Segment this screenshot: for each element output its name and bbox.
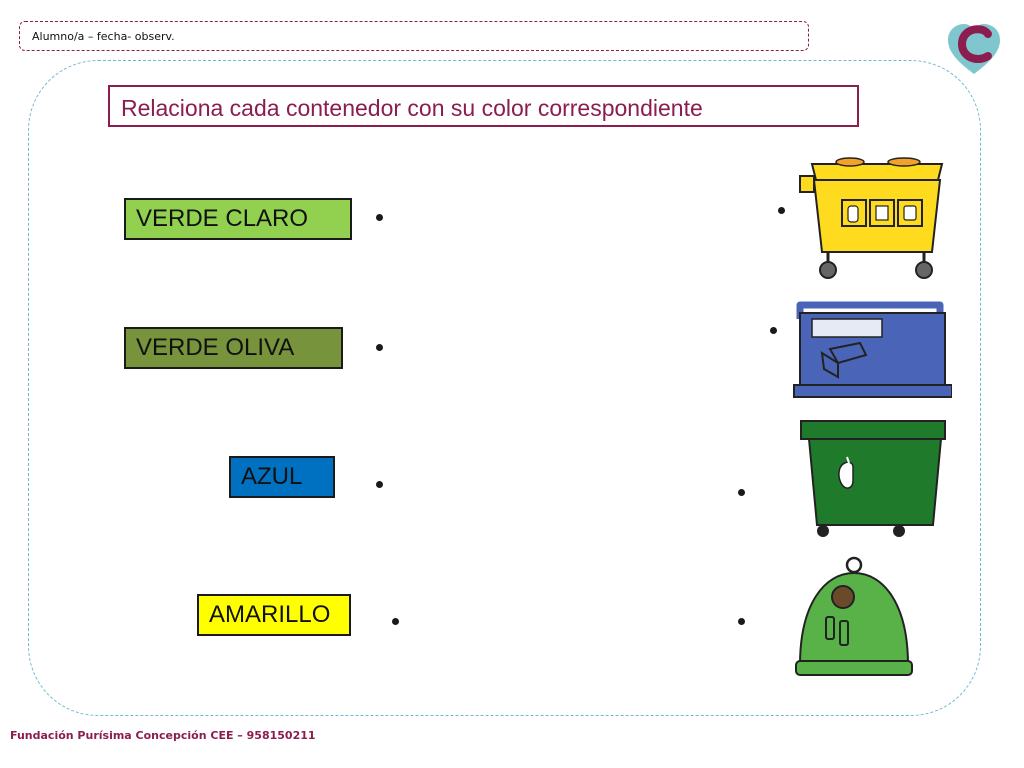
- green-container-icon: [800, 420, 946, 537]
- connector-dot-right-1[interactable]: [778, 207, 785, 214]
- igloo-container-icon: [795, 556, 913, 676]
- connector-dot-left-4[interactable]: [392, 618, 399, 625]
- student-info-text: Alumno/a – fecha- observ.: [32, 30, 175, 43]
- label-verde-claro: VERDE CLARO: [124, 198, 352, 240]
- label-azul: AZUL: [229, 456, 335, 498]
- label-verde-oliva: VERDE OLIVA: [124, 327, 343, 369]
- instruction-title: Relaciona cada contenedor con su color c…: [121, 95, 703, 121]
- worksheet-frame: [28, 60, 981, 716]
- connector-dot-left-1[interactable]: [376, 214, 383, 221]
- connector-dot-right-3[interactable]: [738, 489, 745, 496]
- footer-text: Fundación Purísima Concepción CEE – 9581…: [10, 729, 316, 742]
- student-info-box: Alumno/a – fecha- observ.: [19, 21, 809, 51]
- connector-dot-left-3[interactable]: [376, 481, 383, 488]
- blue-container-icon: [793, 301, 952, 398]
- instruction-box: Relaciona cada contenedor con su color c…: [108, 85, 859, 127]
- heart-logo-icon: [948, 24, 1000, 74]
- connector-dot-right-2[interactable]: [770, 327, 777, 334]
- yellow-container-icon: [799, 157, 944, 279]
- label-amarillo: AMARILLO: [197, 594, 351, 636]
- connector-dot-right-4[interactable]: [738, 618, 745, 625]
- connector-dot-left-2[interactable]: [376, 344, 383, 351]
